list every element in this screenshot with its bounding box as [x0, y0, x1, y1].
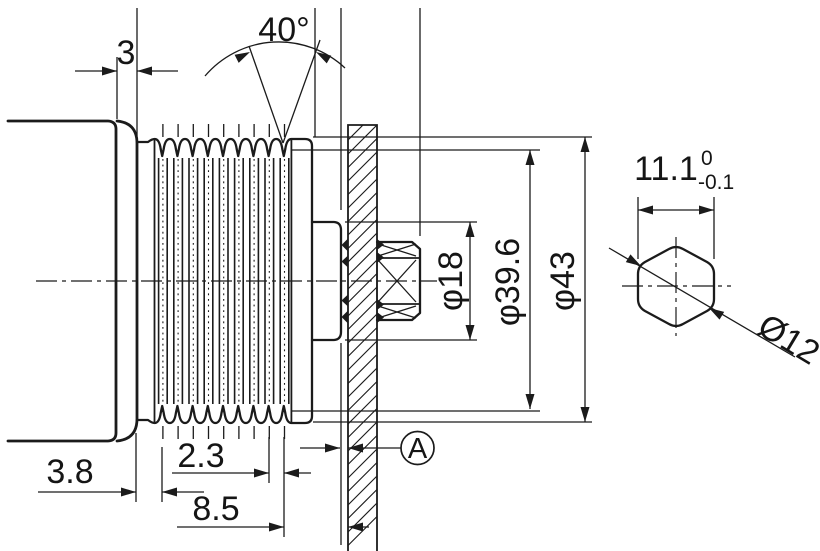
hex-tol-upper-label: 0 [701, 147, 713, 170]
hex-socket-outline [636, 245, 716, 328]
dimension-arrowhead [709, 308, 725, 320]
hex-tol-lower-label: -0.1 [698, 171, 734, 194]
hatch-line [347, 340, 378, 371]
generated-linework [36, 8, 796, 546]
hatch-line [347, 286, 378, 317]
hatch-line [347, 475, 378, 506]
dimension-arrowhead [580, 137, 590, 152]
hatch-line [347, 151, 378, 182]
dimension-arrowhead [525, 394, 535, 409]
dimension-arrowhead [269, 522, 284, 532]
datum-a-label: A [408, 433, 428, 465]
hatch-line [347, 300, 378, 330]
hatch-line [347, 205, 378, 236]
dim-8-5-label: 8.5 [192, 490, 239, 528]
hatch-line [347, 246, 378, 276]
dimension-arrowhead [254, 468, 269, 478]
dimension-arrowhead [525, 150, 535, 165]
dimension-arrowhead [699, 205, 714, 215]
dimension-arrowhead [348, 522, 363, 532]
dimension-arrowhead [638, 205, 653, 215]
spline-tooth [341, 255, 349, 268]
dim-hex-flats-label: 11.1 [634, 150, 698, 188]
hatch-line [347, 259, 378, 290]
hatch-line [347, 192, 378, 222]
spline-tooth [341, 238, 349, 252]
spline-end-outline [375, 240, 422, 322]
dimension-arrowhead [580, 407, 590, 422]
spline-chevron-line [377, 305, 417, 319]
spline-tooth [341, 294, 349, 307]
hatch-line [347, 124, 364, 141]
hatch-line [347, 462, 378, 492]
hatch-line [347, 313, 378, 344]
hatch-line [347, 232, 378, 263]
dimension-line [608, 247, 796, 358]
dimension-arrowhead [316, 52, 332, 64]
dim-dia18-label: φ18 [432, 251, 470, 311]
angle-flank-left [248, 45, 284, 144]
spline-chevron-line [377, 259, 417, 303]
hatch-line [347, 178, 378, 209]
hatch-line [347, 489, 378, 519]
dimension-arrowhead [348, 443, 363, 453]
spline-tooth [377, 312, 384, 323]
hatch-line [347, 124, 378, 155]
hatch-line [347, 421, 378, 452]
hatch-line [347, 394, 378, 425]
dim-flange-width-label: 3 [117, 34, 136, 72]
hub-outline [310, 220, 343, 342]
flange-lip-outline [115, 119, 139, 443]
dim-2-3-label: 2.3 [177, 437, 224, 475]
dimension-arrowhead [284, 468, 299, 478]
dim-dia39-6-label: φ39.6 [489, 238, 527, 326]
dimension-arrowhead [234, 52, 250, 63]
spline-chevron-line [377, 243, 417, 257]
dimension-arrowhead [325, 443, 340, 453]
pulley-groove-profile [135, 137, 314, 425]
dimension-arrowhead [102, 66, 117, 76]
hatch-line [347, 327, 378, 357]
spline-tooth [377, 299, 384, 310]
dimension-arrowhead [465, 222, 475, 237]
hatch-line [347, 138, 378, 168]
hatch-line [347, 408, 378, 438]
spline-tooth [377, 239, 384, 250]
hatch-line [347, 165, 378, 195]
spline-tooth [341, 310, 349, 324]
hatch-line [347, 448, 378, 479]
hatch-line [347, 354, 378, 384]
angle-flank-right [282, 39, 321, 144]
dim-dia12-label: Ø12 [751, 307, 820, 373]
dimension-arrowhead [465, 325, 475, 340]
hatch-line [347, 273, 378, 303]
dimension-arrowhead [137, 66, 152, 76]
dim-dia43-label: φ43 [544, 251, 582, 311]
hatch-line [347, 381, 378, 411]
dimension-arrowhead [162, 487, 177, 497]
dimension-arrowhead [121, 487, 136, 497]
hatch-line [347, 367, 378, 398]
dimension-arrowhead [625, 254, 641, 266]
dim-3-8-label: 3.8 [46, 453, 93, 491]
hatch-line [347, 219, 378, 249]
dim-groove-angle-label: 40° [258, 11, 309, 49]
spline-tooth [377, 252, 384, 263]
